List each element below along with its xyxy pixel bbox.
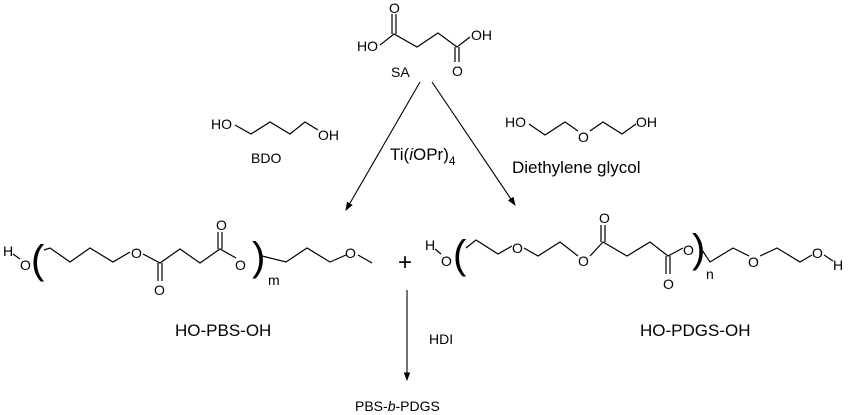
atom-label: O bbox=[389, 0, 400, 16]
atom-label: O bbox=[578, 253, 589, 269]
atom-label: O bbox=[452, 63, 463, 79]
catalyst-label: Ti(iOPr)4 bbox=[390, 145, 456, 168]
atom-label: O bbox=[216, 217, 227, 233]
repeat-subscript-n: n bbox=[706, 266, 714, 282]
diethylene-glycol-label: Diethylene glycol bbox=[512, 158, 641, 177]
atom-label: O bbox=[512, 240, 523, 256]
atom-label: HO bbox=[505, 114, 526, 130]
atom-label: H bbox=[425, 237, 435, 253]
atom-label: O bbox=[20, 257, 31, 273]
atom-label: O bbox=[131, 245, 142, 261]
pdgs-label: HO-PDGS-OH bbox=[640, 321, 751, 340]
atom-label: OH bbox=[636, 114, 657, 130]
arrow-to-pdgs bbox=[431, 81, 516, 206]
pdgs-structure: H O ( O O O O O ) n O O H HO-PDGS-OH bbox=[425, 210, 843, 340]
bdo-label: BDO bbox=[251, 150, 281, 166]
atom-label: HO bbox=[357, 38, 378, 54]
atom-label: H bbox=[833, 257, 843, 273]
atom-label: O bbox=[345, 245, 356, 261]
succinic-acid-structure: HO O O OH SA bbox=[357, 0, 492, 80]
atom-label: O bbox=[235, 257, 246, 273]
atom-label: O bbox=[683, 242, 694, 258]
pbs-structure: H O ( O O O O ) m O HO-PBS-OH bbox=[3, 217, 373, 340]
bdo-structure: HO OH BDO bbox=[211, 116, 339, 166]
atom-label: O bbox=[748, 254, 759, 270]
atom-label: O bbox=[599, 210, 610, 226]
hdi-label: HDI bbox=[429, 331, 453, 347]
atom-label: O bbox=[578, 129, 589, 145]
bracket-close: ) bbox=[252, 235, 265, 279]
diethylene-glycol-structure: HO O OH Diethylene glycol bbox=[505, 114, 657, 177]
bracket-open: ( bbox=[31, 238, 45, 282]
atom-label: O bbox=[812, 245, 823, 261]
atom-label: O bbox=[441, 253, 452, 269]
atom-label: H bbox=[3, 243, 13, 259]
atom-label: OH bbox=[471, 27, 492, 43]
pbs-label: HO-PBS-OH bbox=[175, 321, 271, 340]
atom-label: O bbox=[154, 282, 165, 298]
plus-sign: + bbox=[398, 249, 412, 276]
final-product-label: PBS-b-PDGS bbox=[355, 398, 440, 414]
bracket-close: ) bbox=[692, 227, 705, 271]
repeat-subscript-m: m bbox=[268, 272, 280, 288]
sa-label: SA bbox=[391, 64, 410, 80]
arrow-to-pbs bbox=[345, 81, 421, 211]
bracket-open: ( bbox=[453, 233, 467, 277]
atom-label: OH bbox=[318, 127, 339, 143]
atom-label: HO bbox=[211, 116, 232, 132]
atom-label: O bbox=[663, 276, 674, 292]
